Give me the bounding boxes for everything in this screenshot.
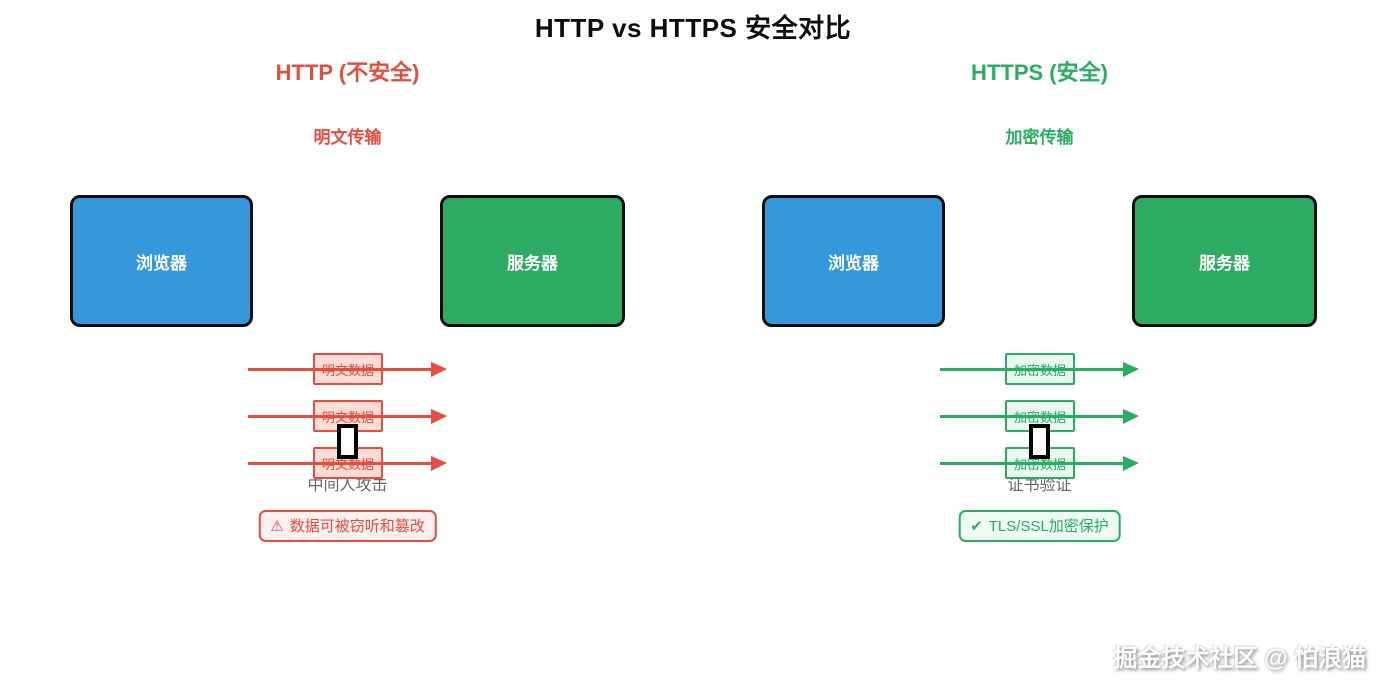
http-arrow-right-icon [248,362,447,377]
https-panel: HTTPS (安全) 加密传输 浏览器 服务器 加密数据 加密数据 加密数据 证… [762,55,1317,585]
warning-triangle-icon: ⚠ [270,517,284,535]
http-browser-label: 浏览器 [136,253,187,273]
https-transport-label: 加密传输 [1005,128,1074,147]
https-server-node: 服务器 [1132,195,1317,327]
checkmark-icon: ✔ [970,517,983,535]
http-arrow-right-icon [248,409,447,424]
page-title: HTTP vs HTTPS 安全对比 [534,13,852,43]
https-browser-label: 浏览器 [828,253,879,273]
http-server-label: 服务器 [507,253,558,273]
https-arrow-right-icon [940,409,1139,424]
https-secure-badge: ✔ TLS/SSL加密保护 [958,510,1121,542]
http-warning-badge: ⚠ 数据可被窃听和篡改 [258,510,437,542]
https-arrow-right-icon [940,362,1139,377]
http-mitm-caption: 中间人攻击 [307,477,388,494]
lock-emoji-tofu-icon [1029,424,1050,459]
http-arrow-right-icon [248,456,447,471]
watermark: 掘金技术社区 @ 怕浪猫 [1113,645,1366,672]
https-cert-caption: 证书验证 [1007,477,1072,494]
http-warning-text: 数据可被窃听和篡改 [289,518,425,535]
https-arrow-right-icon [940,456,1139,471]
https-server-label: 服务器 [1199,253,1250,273]
http-transport-label: 明文传输 [313,128,382,147]
http-heading: HTTP (不安全) [275,60,420,85]
https-heading: HTTPS (安全) [971,60,1108,85]
http-panel: HTTP (不安全) 明文传输 浏览器 服务器 明文数据 明文数据 明文数据 中… [70,55,625,585]
https-browser-node: 浏览器 [762,195,945,327]
http-browser-node: 浏览器 [70,195,253,327]
http-server-node: 服务器 [440,195,625,327]
https-secure-text: TLS/SSL加密保护 [988,518,1109,535]
attacker-emoji-tofu-icon [337,424,358,459]
